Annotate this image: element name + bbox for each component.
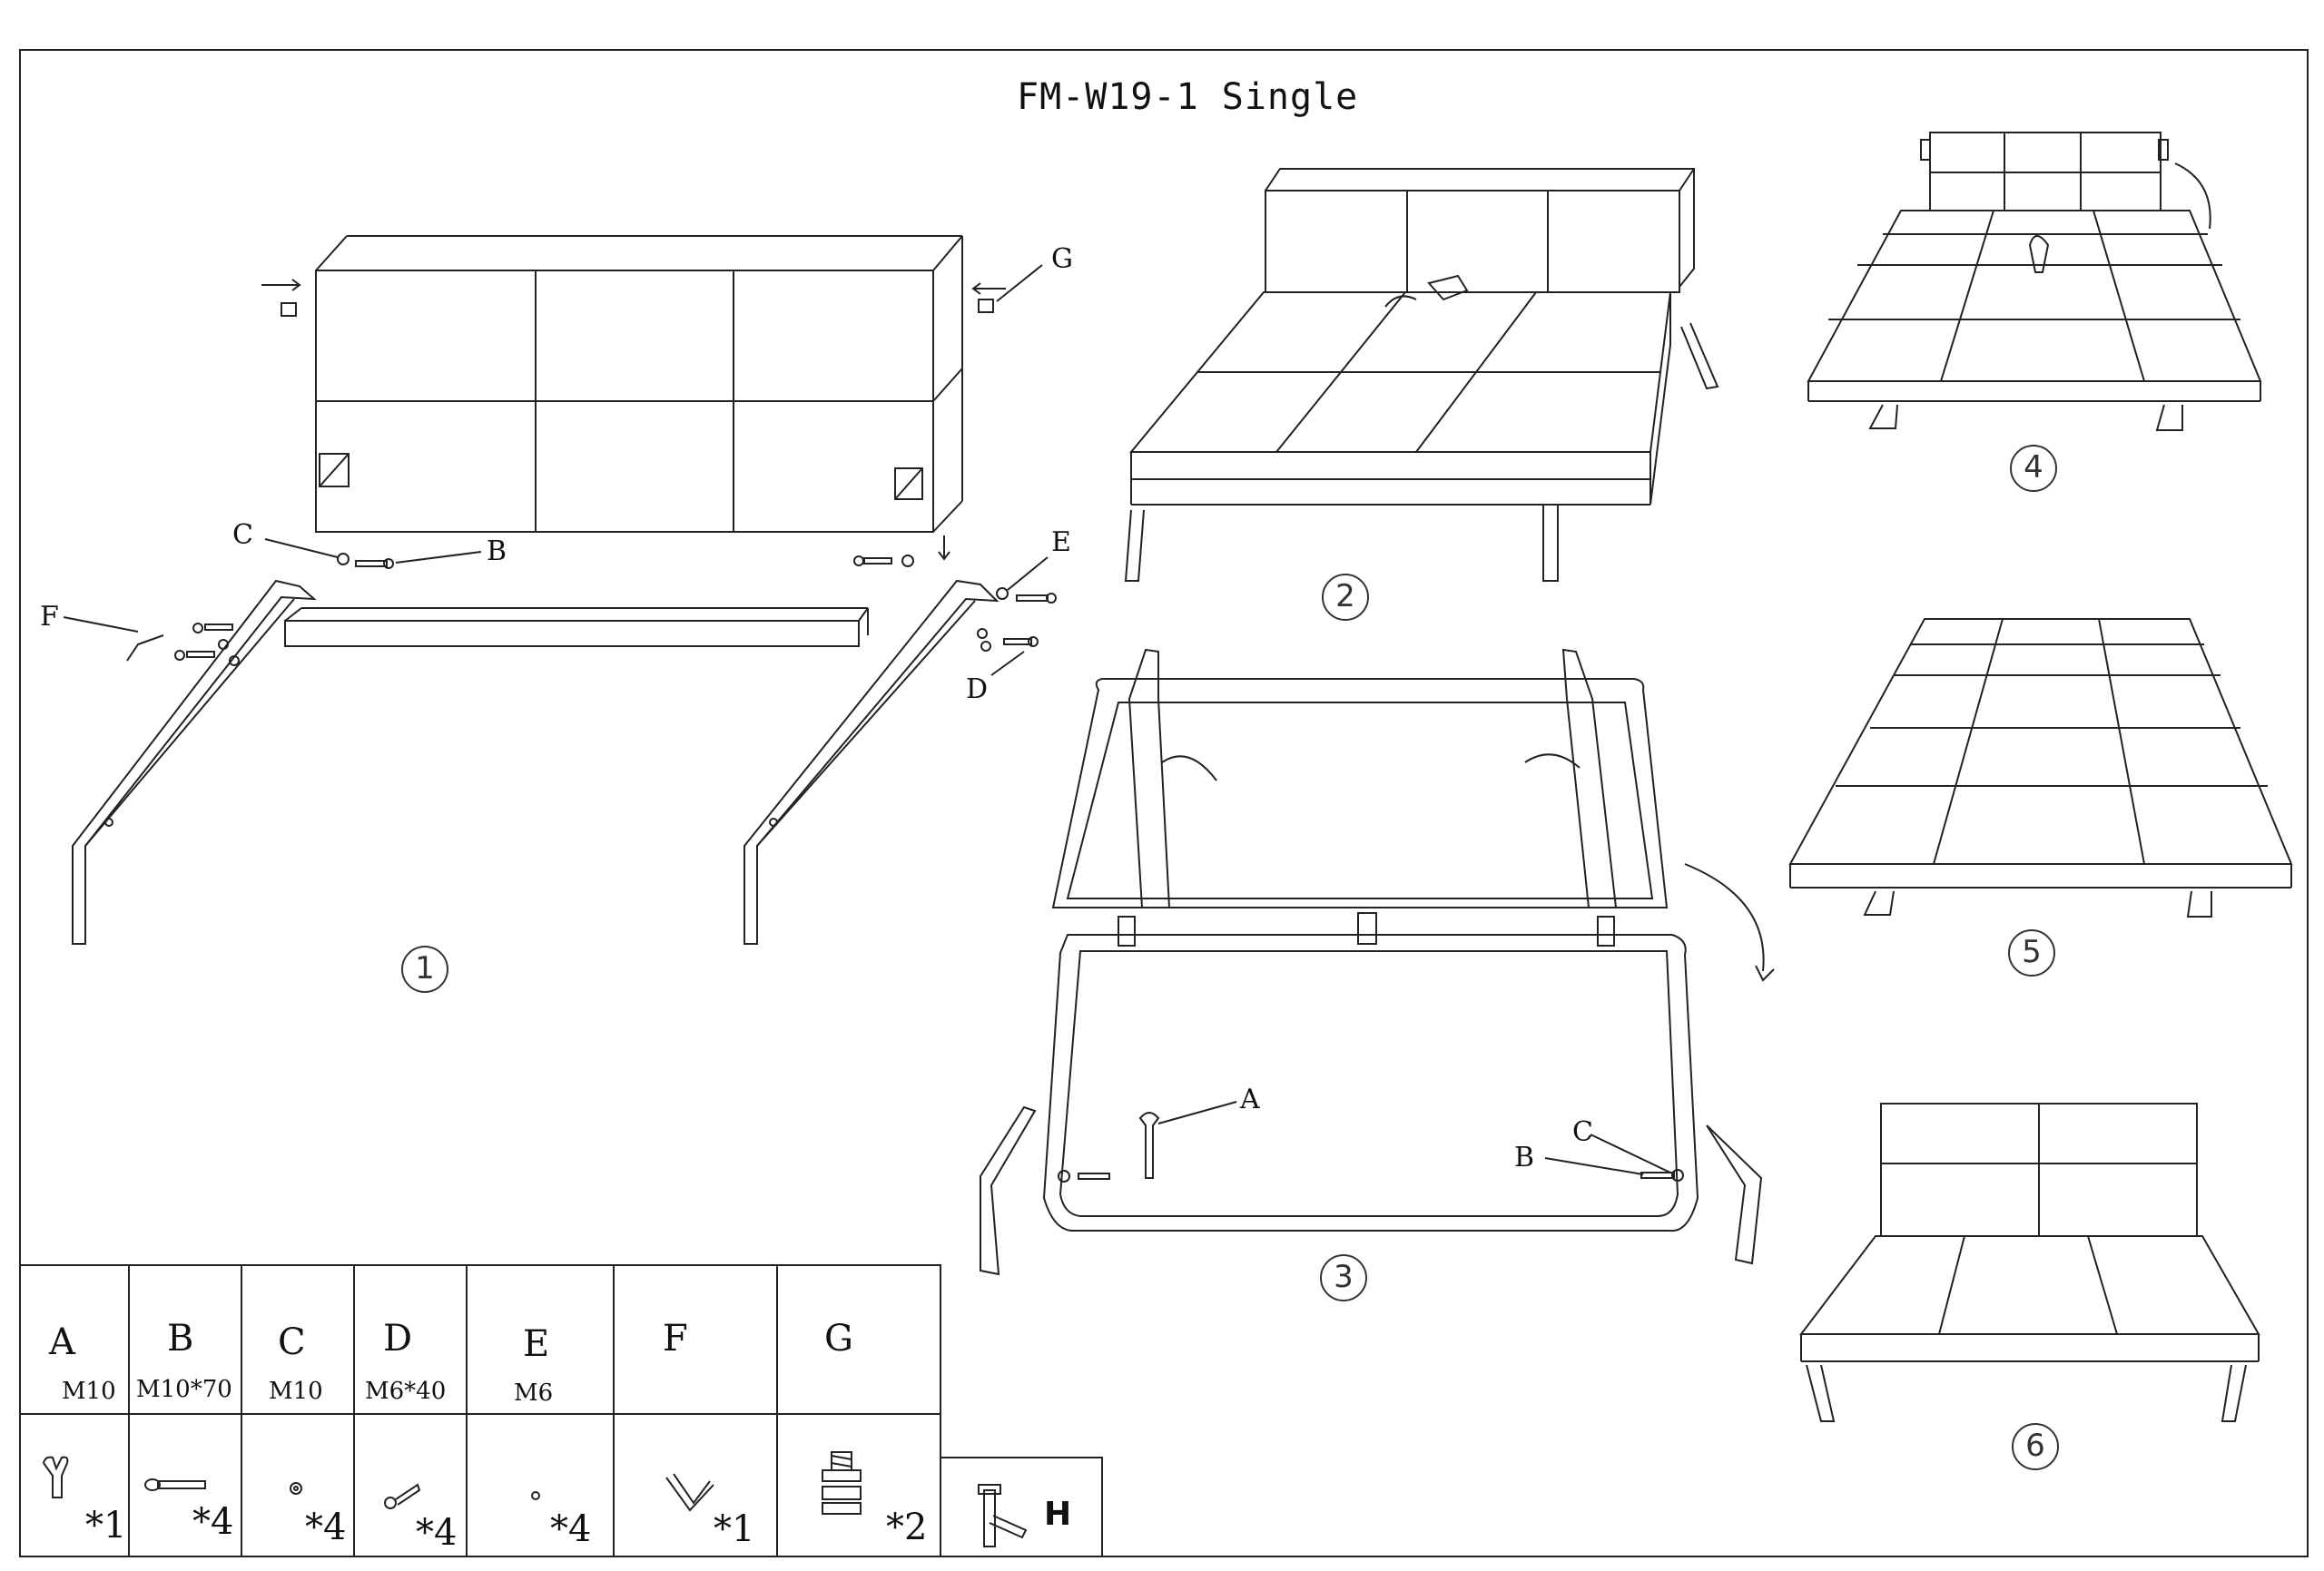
callout-b: B [487, 535, 507, 567]
step-number-5: 5 [2008, 929, 2055, 977]
part-c-spec: M10 [269, 1378, 323, 1405]
callout-c-step3: C [1572, 1116, 1593, 1148]
wrench-icon [42, 1456, 69, 1498]
washer-icon [290, 1482, 302, 1495]
part-e-qty: *4 [550, 1508, 592, 1550]
part-c-letter: C [278, 1321, 306, 1363]
part-a-spec: M10 [62, 1378, 116, 1405]
callout-f: F [40, 601, 59, 633]
part-d-spec: M6*40 [365, 1378, 447, 1405]
step2-drawing [1124, 168, 1719, 582]
page-title: FM-W19-1 Single [1017, 76, 1359, 118]
step-number-2: 2 [1322, 574, 1369, 621]
part-e-letter: E [523, 1323, 550, 1365]
callout-d: D [966, 673, 989, 705]
step-number-1: 1 [401, 946, 448, 993]
part-g-letter: G [824, 1318, 853, 1360]
step6-drawing [1798, 1103, 2260, 1422]
frame-crossbar [284, 620, 860, 647]
part-b-spec: M10*70 [136, 1376, 232, 1403]
part-a-qty: *1 [85, 1505, 127, 1546]
part-d-letter: D [383, 1318, 413, 1360]
callout-a-step3: A [1240, 1084, 1260, 1115]
step1-drawing [63, 235, 1057, 945]
step4-drawing [1807, 132, 2262, 431]
bolt-icon [144, 1478, 206, 1491]
part-e-spec: M6 [514, 1380, 554, 1407]
callout-g: G [1051, 243, 1073, 275]
part-a-letter: A [49, 1321, 75, 1363]
step5-drawing [1788, 618, 2293, 918]
step3-drawing [980, 648, 1775, 1276]
step-number-3: 3 [1320, 1254, 1367, 1301]
part-b-qty: *4 [192, 1501, 234, 1543]
part-c-qty: *4 [305, 1507, 347, 1548]
part-b-letter: B [167, 1318, 194, 1360]
screw-icon [384, 1483, 421, 1509]
small-washer-icon [531, 1491, 540, 1500]
step-number-6: 6 [2012, 1423, 2059, 1470]
hex-key-tool-icon [978, 1484, 1028, 1547]
allen-key-icon [665, 1473, 714, 1512]
part-h-label: H [1044, 1496, 1072, 1533]
part-f-letter: F [663, 1318, 688, 1360]
callout-b-step3: B [1514, 1142, 1535, 1173]
parts-table-grid [19, 1264, 1103, 1557]
callout-e: E [1051, 526, 1071, 558]
part-d-qty: *4 [416, 1512, 458, 1554]
page-border [19, 49, 2309, 1557]
part-f-qty: *1 [714, 1508, 755, 1550]
step-number-4: 4 [2010, 445, 2057, 492]
part-g-qty: *2 [886, 1507, 928, 1548]
callout-c: C [232, 519, 253, 551]
leg-connector-icon [822, 1451, 862, 1515]
